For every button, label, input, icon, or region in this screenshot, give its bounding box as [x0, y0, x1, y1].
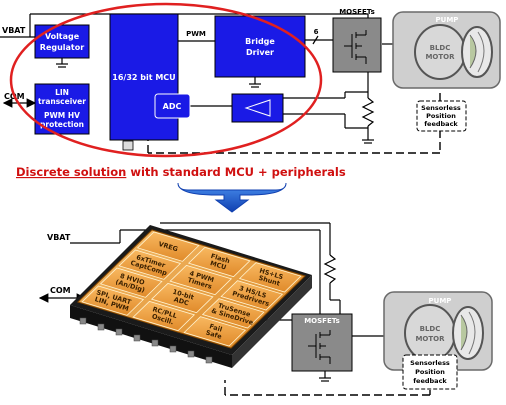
top-bus-width-label: 6: [314, 28, 319, 36]
discrete-highlight-ellipse: [9, 2, 323, 158]
op-amp-block: Op-Amp: [231, 93, 284, 133]
top-pump-block: PUMP BLDC MOTOR: [392, 11, 501, 89]
chip-cell: [118, 249, 182, 280]
bottom-motor-label-2: MOTOR: [415, 335, 445, 343]
chip-cell-label-line: Fail: [208, 322, 223, 333]
top-mosfets-label: MOSFETs: [339, 8, 375, 16]
top-sensorless-label-3: feedback: [424, 120, 458, 128]
chip-cell: [136, 231, 200, 262]
voltage-regulator-label-2: Regulator: [40, 43, 84, 52]
bottom-sensorless-label-2: Position: [415, 368, 445, 376]
top-motor-label-2: MOTOR: [425, 53, 455, 61]
pwm-label: PWM: [186, 30, 206, 38]
bridge-driver-block: Bridge Driver: [214, 15, 306, 78]
chip-cell: [220, 280, 284, 311]
bridge-driver-label-1: Bridge: [245, 37, 275, 46]
top-motor-label-1: BLDC: [430, 44, 451, 52]
chip-cell: [201, 298, 265, 329]
top-feedback-line: [147, 93, 441, 154]
top-sensorless-label-1: Sensorless: [421, 104, 461, 112]
voltage-regulator-block: Voltage Regulator: [34, 24, 90, 59]
caption: Discrete solution with standard MCU + pe…: [16, 165, 346, 179]
bottom-mosfets-block: MOSFETs: [291, 313, 353, 372]
transition-arrow: [177, 182, 287, 213]
chip-cell: [132, 300, 196, 332]
mcu-block: 16/32 bit MCU ADC: [109, 13, 191, 151]
top-sensorless-block: Sensorless Position feedback: [416, 100, 467, 132]
mcu-label: 16/32 bit MCU: [112, 73, 175, 82]
bridge-driver-label-2: Driver: [246, 48, 274, 57]
caption-underlined: Discrete solution: [16, 165, 126, 179]
op-amp-label: Op-Amp: [241, 124, 275, 133]
bottom-mosfets-label: MOSFETs: [304, 317, 340, 325]
bottom-sensorless-label-3: feedback: [413, 377, 447, 385]
chip-pins: [79, 317, 213, 364]
chip-cell: [169, 264, 233, 296]
lin-label-1: LIN: [55, 88, 69, 97]
chip-cell: [99, 267, 163, 298]
chip-cell: [183, 316, 247, 347]
adc-label: ADC: [163, 102, 182, 111]
chip-cell: [81, 285, 145, 316]
bottom-sensorless-label-1: Sensorless: [410, 359, 450, 367]
lin-label-2: transceiver: [38, 97, 86, 106]
pwm-hv-label-1: PWM HV: [44, 111, 80, 120]
top-vbat-label: VBAT: [2, 26, 26, 35]
top-pump-label: PUMP: [436, 16, 459, 24]
voltage-regulator-label-1: Voltage: [45, 32, 80, 41]
bottom-pump-label: PUMP: [429, 297, 452, 305]
bottom-pump-block: PUMP BLDC MOTOR: [383, 291, 493, 371]
chip-cell: [187, 246, 251, 278]
adc-block: [154, 93, 191, 119]
pwm-hv-label-2: protection: [40, 120, 84, 129]
chip-cell: [150, 282, 214, 314]
caption-rest: with standard MCU + peripherals: [126, 165, 346, 179]
top-sensorless-label-2: Position: [426, 112, 456, 120]
bottom-motor-label-1: BLDC: [420, 325, 441, 333]
bottom-sensorless-block: Sensorless Position feedback: [402, 354, 458, 390]
bottom-com-label: COM: [50, 286, 71, 295]
bottom-vbat-label: VBAT: [47, 233, 71, 242]
top-mosfets-block: MOSFETs: [332, 8, 382, 73]
chip-cell: [238, 262, 302, 293]
crystal-icon: [122, 140, 134, 151]
